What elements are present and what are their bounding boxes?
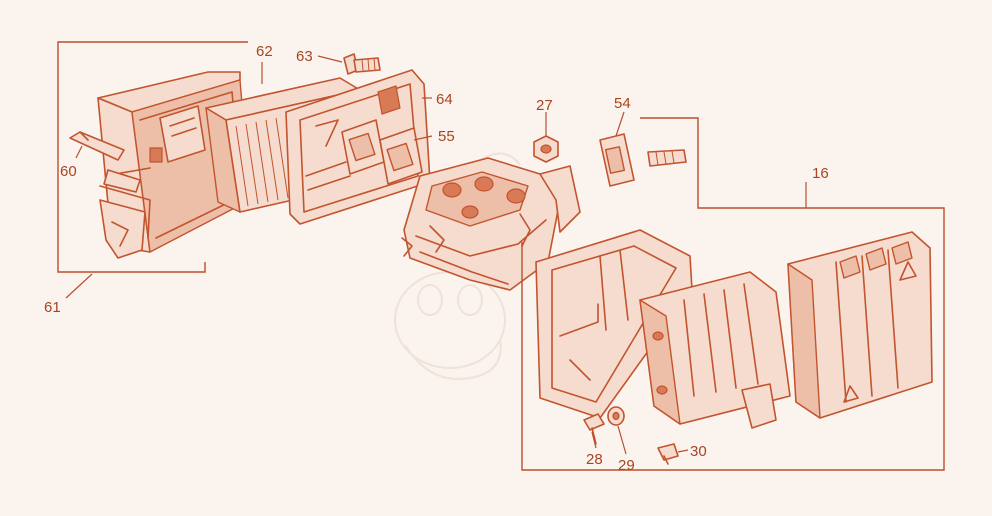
callout-16: 16 (812, 165, 829, 182)
callout-64: 64 (436, 91, 453, 108)
intake-gasket (341, 119, 423, 185)
callout-27: 27 (536, 97, 553, 114)
exhaust-stud (647, 149, 687, 167)
air-filter-housing (97, 71, 251, 259)
callout-29: 29 (618, 457, 635, 474)
intake-manifold (401, 157, 581, 291)
callout-54: 54 (614, 95, 631, 112)
callout-55: 55 (438, 128, 455, 145)
callout-28: 28 (586, 451, 603, 468)
callout-63: 63 (296, 48, 313, 65)
group-frame-61 (57, 41, 248, 273)
bolt-30 (657, 443, 679, 465)
callout-61: 61 (44, 299, 61, 316)
muffler-body (639, 271, 791, 429)
screw-28 (583, 413, 605, 445)
exhaust-gasket (599, 133, 635, 187)
callout-62: 62 (256, 43, 273, 60)
stud-bolt (343, 53, 381, 75)
muffler-guard (787, 231, 933, 419)
washer-29 (607, 406, 625, 426)
callout-30: 30 (690, 443, 707, 460)
group-frame-16 (521, 117, 945, 471)
hex-nut (533, 135, 559, 163)
leader-lines (65, 55, 807, 455)
latch-clip (69, 131, 125, 161)
callout-60: 60 (60, 163, 77, 180)
